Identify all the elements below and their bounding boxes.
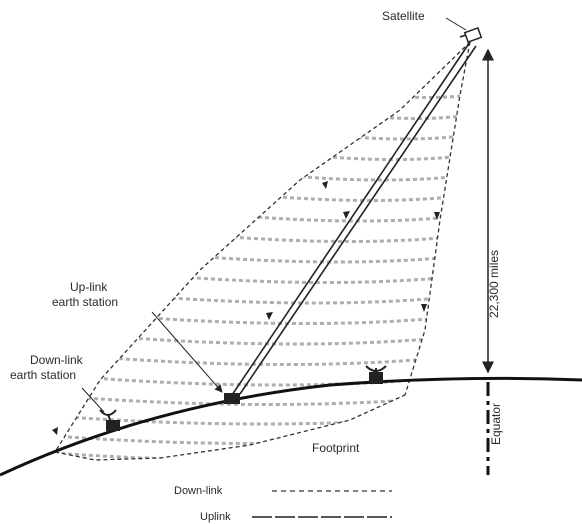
arrow-marker-2: [343, 211, 350, 219]
arrow-marker-3: [434, 212, 440, 220]
uplink-station-label-1: Up-link: [70, 280, 108, 294]
legend: Down-link Uplink: [174, 485, 392, 523]
arrow-marker-6: [52, 427, 58, 435]
downlink-station-label-1: Down-link: [30, 353, 84, 367]
arrow-marker-5: [421, 304, 427, 312]
arrow-marker-4: [266, 312, 273, 320]
satellite-label: Satellite: [382, 9, 425, 23]
beam-outline: [53, 41, 471, 461]
footprint-label: Footprint: [312, 441, 360, 455]
downlink-station-leader: [81, 387, 105, 413]
downlink-station-label-2: earth station: [10, 368, 76, 382]
distance-label: 22,300 miles: [487, 250, 501, 318]
uplink-ray-1: [231, 41, 471, 396]
uplink-station-label-2: earth station: [52, 295, 118, 309]
arrow-marker-1: [322, 181, 328, 189]
equator-label: Equator: [489, 403, 503, 445]
downlink-earth-station-icon: [99, 409, 120, 431]
legend-downlink-label: Down-link: [174, 485, 223, 497]
receiving-earth-station-icon: [365, 365, 387, 384]
satellite-leader-line: [445, 17, 467, 31]
uplink-earth-station-icon: [224, 393, 240, 404]
uplink-station-leader: [151, 311, 223, 393]
uplink-ray-2: [239, 45, 477, 395]
satellite-icon: [459, 26, 483, 44]
legend-uplink-label: Uplink: [200, 511, 231, 523]
earth-surface-curve: [0, 376, 582, 477]
